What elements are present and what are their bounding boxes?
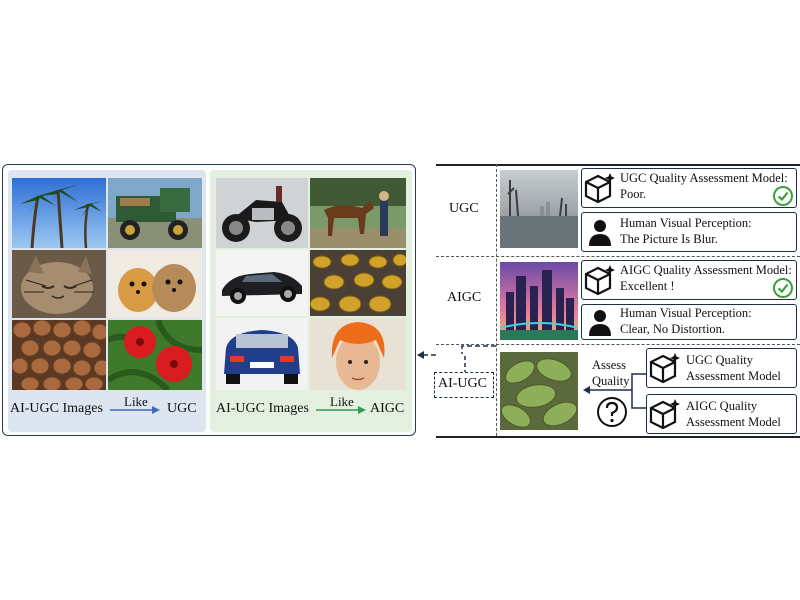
ugc-assessment-model-text-1: UGC Quality	[686, 353, 754, 367]
aigc-like-label: Like	[330, 394, 354, 409]
aigc-human-text-2: Clear, No Distortion.	[620, 322, 726, 336]
question-circle-icon	[597, 397, 627, 427]
ugc-assessment-model-card	[646, 348, 797, 388]
row-divider-1	[436, 256, 800, 257]
connector-stem	[464, 356, 466, 372]
aigc-assessment-model-text-2: Assessment Model	[686, 415, 781, 429]
ugc-model-text-1: UGC Quality Assessment Model:	[620, 171, 788, 185]
table-top-rule	[436, 164, 800, 166]
ugc-human-card	[581, 212, 797, 252]
orange-haired-man-photo	[310, 318, 406, 390]
leaves-photo	[500, 352, 578, 430]
aigc-like-arrow	[316, 406, 366, 414]
cube-sparkle-icon	[649, 353, 680, 384]
assess-label-1: Assess	[592, 358, 627, 372]
red-hibiscus-photo	[108, 320, 202, 390]
aigc-model-text-2: Excellent !	[620, 279, 675, 293]
ugc-assessment-model-text-2: Assessment Model	[686, 369, 781, 383]
sports-car-photo	[216, 250, 308, 316]
aigc-target-label: AIGC	[370, 401, 405, 416]
person-icon	[589, 310, 611, 336]
cube-sparkle-icon	[584, 265, 615, 296]
assess-bracket-arrow	[583, 373, 646, 409]
column-divider	[496, 164, 497, 436]
check-circle-icon	[773, 278, 793, 298]
blurry-lake-photo	[500, 170, 578, 248]
cube-sparkle-icon	[584, 173, 615, 204]
ugc-like-label: Like	[124, 394, 148, 409]
aigc-model-text-1: AIGC Quality Assessment Model:	[620, 263, 792, 277]
pomeranian-dogs-photo	[108, 250, 202, 318]
check-circle-icon	[773, 186, 793, 206]
row-label-ugc: UGC	[449, 201, 479, 216]
palm-trees-photo	[12, 178, 106, 248]
row-label-aigc: AIGC	[447, 290, 482, 305]
hazelnuts-photo	[12, 320, 106, 390]
connector-arrow	[417, 345, 496, 359]
motorcycle-photo	[216, 178, 308, 248]
ugc-caption: AI-UGC Images	[10, 401, 103, 416]
blue-rally-car-photo	[216, 318, 308, 390]
ugc-human-text-1: Human Visual Perception:	[620, 216, 752, 230]
ugc-model-text-2: Poor.	[620, 187, 647, 201]
person-icon	[589, 220, 611, 246]
table-bottom-rule	[436, 436, 800, 438]
ugc-model-card	[581, 168, 797, 208]
aigc-assessment-model-text-1: AIGC Quality	[686, 399, 758, 413]
horse-and-man-photo	[310, 178, 406, 248]
row-divider-2	[436, 344, 800, 345]
aigc-human-card	[581, 304, 797, 340]
aigc-assessment-model-card	[646, 394, 797, 434]
ugc-like-arrow	[110, 406, 160, 414]
ai-ugc-label: AI-UGC	[438, 376, 487, 391]
ugc-human-text-2: The Picture Is Blur.	[620, 232, 718, 246]
vintage-truck-photo	[108, 178, 202, 248]
assess-label-2: Quality	[592, 374, 630, 388]
aigc-human-text-1: Human Visual Perception:	[620, 306, 752, 320]
ai-ugc-box	[434, 372, 494, 398]
ugc-target-label: UGC	[167, 401, 197, 416]
golden-bells-photo	[310, 250, 406, 316]
futuristic-city-image	[500, 262, 578, 340]
sleeping-cat-photo	[12, 250, 106, 318]
aigc-caption: AI-UGC Images	[216, 401, 309, 416]
aigc-model-card	[581, 260, 797, 300]
cube-sparkle-icon	[649, 399, 680, 430]
